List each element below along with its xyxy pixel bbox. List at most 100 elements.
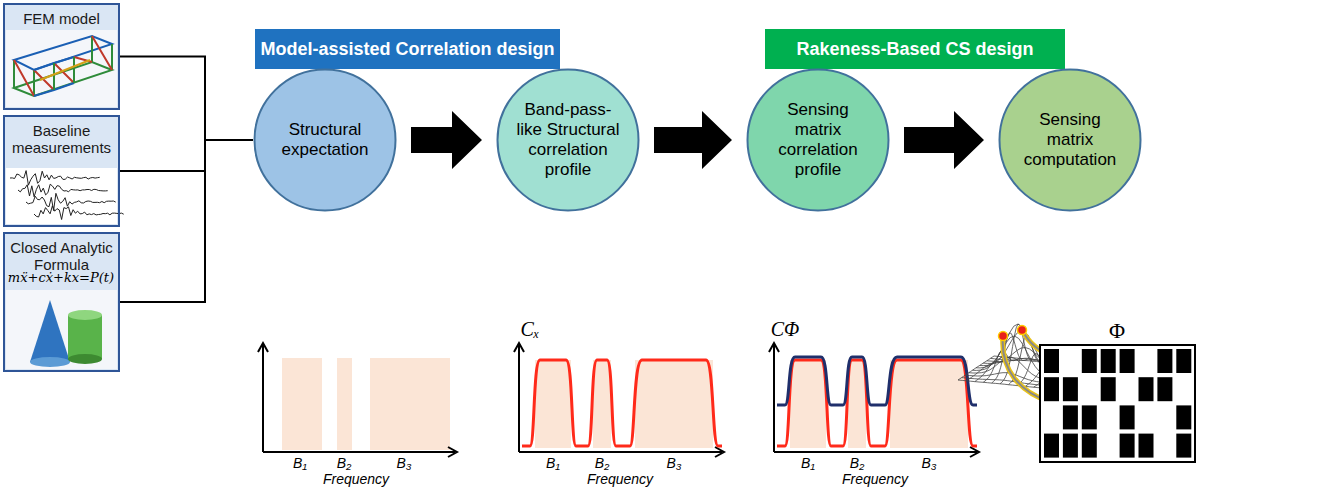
band-label: B₃ bbox=[667, 455, 682, 471]
sensing-matrix bbox=[1120, 405, 1135, 429]
sensing-matrix bbox=[1176, 405, 1191, 429]
text-wrap: Structural expectation bbox=[269, 120, 381, 160]
axis-label: Frequency bbox=[587, 471, 653, 487]
feed-line bbox=[120, 140, 253, 171]
sensing-matrix bbox=[1157, 349, 1172, 373]
band-label: B₂ bbox=[337, 455, 352, 471]
chart-2 bbox=[514, 343, 724, 457]
band-label: B₃ bbox=[397, 455, 412, 471]
sensing-matrix bbox=[1063, 377, 1078, 401]
band-label: B₃ bbox=[922, 455, 937, 471]
fem-truss bbox=[14, 36, 112, 96]
chart-3 bbox=[790, 360, 826, 448]
circle-shape bbox=[255, 70, 396, 211]
sensing-matrix bbox=[1101, 377, 1116, 401]
solid-shapes bbox=[30, 300, 70, 362]
chart-3 bbox=[848, 360, 866, 448]
header-text: Rakeness-Based CS design bbox=[796, 39, 1033, 60]
feed-line bbox=[120, 57, 253, 141]
chart-2 bbox=[522, 360, 722, 446]
sensing-matrix bbox=[1120, 349, 1135, 373]
signal-traces bbox=[10, 171, 124, 220]
signal-trace bbox=[26, 193, 116, 210]
text-wrap: Sensing matrix correlation profile bbox=[762, 100, 874, 180]
sensing-matrix bbox=[1101, 349, 1116, 373]
circle-shape bbox=[498, 70, 639, 211]
source-panel: Closed Analytic Formula bbox=[3, 232, 120, 372]
band-label: B₁ bbox=[546, 455, 560, 471]
text-wrap: Rakeness-Based CS design bbox=[796, 39, 1033, 60]
chart-3 bbox=[769, 343, 979, 457]
fem-truss bbox=[14, 36, 112, 96]
fem-truss bbox=[14, 36, 112, 96]
process-circle: Structural expectation bbox=[253, 68, 397, 212]
sensing-matrix bbox=[1157, 377, 1172, 401]
panel-fills bbox=[3, 232, 120, 372]
signal-trace bbox=[18, 184, 108, 197]
solid-shapes bbox=[68, 315, 102, 359]
chart-3 bbox=[769, 343, 979, 457]
sensing-matrix bbox=[1176, 349, 1191, 373]
chart-3 bbox=[777, 360, 977, 446]
process-circle: Sensing matrix correlation profile bbox=[746, 68, 890, 212]
block-arrow bbox=[904, 111, 984, 169]
sample-arrows bbox=[1018, 326, 1027, 335]
sensing-matrix bbox=[1044, 349, 1059, 373]
sensing-matrix bbox=[1063, 405, 1078, 429]
signal-trace bbox=[34, 206, 124, 220]
panel-fills bbox=[3, 115, 120, 227]
circle-label: Band-pass-like Structural correlation pr… bbox=[512, 100, 624, 180]
panel-title: Baseline measurements bbox=[9, 122, 114, 156]
axis-title: CΦ bbox=[771, 318, 800, 341]
chart-2 bbox=[535, 360, 571, 448]
text-wrap: Closed Analytic Formula bbox=[9, 239, 114, 273]
sensing-matrix bbox=[1139, 434, 1154, 458]
sensing-matrix bbox=[1044, 377, 1059, 401]
chart-1 bbox=[282, 358, 322, 450]
text-wrap: FEM model bbox=[9, 10, 114, 27]
process-circle: Band-pass-like Structural correlation pr… bbox=[496, 68, 640, 212]
sensing-matrix bbox=[1040, 345, 1195, 462]
panel-fills bbox=[6, 290, 117, 369]
fem-truss bbox=[34, 57, 74, 96]
text-wrap: Baseline measurements bbox=[9, 122, 114, 156]
circle-shape bbox=[1000, 70, 1141, 211]
sensing-matrix bbox=[1082, 405, 1097, 429]
chart-1 bbox=[258, 343, 457, 457]
source-panel: FEM model bbox=[3, 3, 120, 110]
process-circle: Sensing matrix computation bbox=[998, 68, 1142, 212]
gaussian-surface bbox=[958, 380, 1042, 388]
solid-shapes bbox=[68, 354, 102, 364]
text-wrap: Model-assisted Correlation design bbox=[260, 39, 554, 60]
sensing-matrix bbox=[1082, 349, 1097, 373]
axis-title: Cₓ bbox=[520, 318, 539, 341]
panel-fills bbox=[6, 30, 117, 107]
text-wrap: Band-pass-like Structural correlation pr… bbox=[512, 100, 624, 180]
sensing-matrix bbox=[1082, 434, 1097, 458]
formula: mẍ+cẋ+kx=P(t) bbox=[8, 270, 114, 285]
sensing-matrix bbox=[1063, 434, 1078, 458]
fem-truss bbox=[14, 36, 112, 70]
feed-line bbox=[120, 140, 253, 302]
sample-arrows bbox=[999, 326, 1063, 411]
stage-header: Rakeness-Based CS design bbox=[765, 29, 1065, 69]
panel-fills bbox=[6, 168, 117, 224]
axis-label: Frequency bbox=[323, 471, 389, 487]
band-label: B₂ bbox=[595, 455, 610, 471]
gaussian-surface bbox=[980, 331, 1064, 373]
stage-header: Model-assisted Correlation design bbox=[255, 29, 560, 69]
chart-3 bbox=[890, 360, 968, 448]
circle-label: Structural expectation bbox=[269, 120, 381, 160]
solid-shapes bbox=[30, 300, 102, 367]
block-arrow bbox=[411, 111, 482, 169]
band-label: B₁ bbox=[293, 455, 307, 471]
band-label: B₁ bbox=[801, 455, 815, 471]
panel-title: FEM model bbox=[9, 10, 114, 27]
circle-label: Sensing matrix computation bbox=[1014, 110, 1126, 170]
sample-arrows bbox=[999, 332, 1008, 341]
solid-shapes bbox=[30, 357, 70, 367]
chart-2 bbox=[635, 360, 713, 448]
chart-1 bbox=[370, 358, 450, 450]
